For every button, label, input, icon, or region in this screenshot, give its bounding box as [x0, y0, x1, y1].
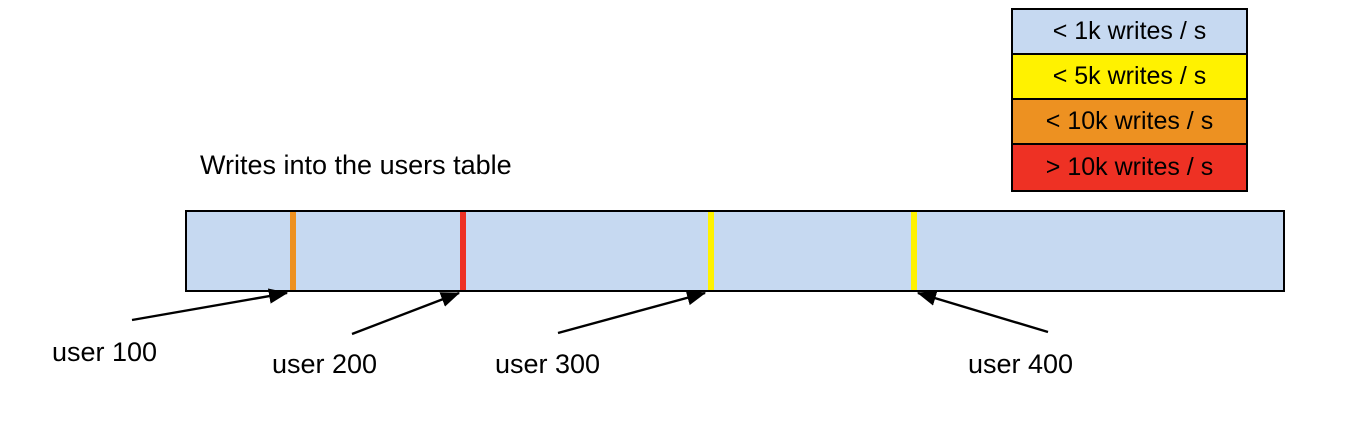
stripe-user-100	[289, 212, 296, 290]
legend-label-over-10k: > 10k writes / s	[1045, 153, 1214, 181]
chart-title: Writes into the users table	[200, 150, 512, 180]
legend-row-under-10k: < 10k writes / s	[1013, 100, 1246, 145]
arrow-user-100	[131, 288, 289, 322]
arrow-user-400	[916, 290, 1049, 334]
bar-body	[185, 210, 1285, 292]
legend-row-under-5k: < 5k writes / s	[1013, 55, 1246, 100]
stripe-user-200	[460, 212, 466, 290]
legend-row-under-1k: < 1k writes / s	[1013, 10, 1246, 55]
legend-label-under-5k: < 5k writes / s	[1052, 62, 1207, 90]
stripe-user-300	[707, 212, 714, 290]
arrow-user-200	[351, 291, 461, 336]
label-user-100: user 100	[52, 337, 158, 367]
arrow-user-300	[557, 290, 707, 335]
label-user-400: user 400	[968, 349, 1074, 379]
stripe-user-400	[911, 212, 917, 290]
label-user-200: user 200	[272, 349, 378, 379]
label-user-300: user 300	[495, 349, 601, 379]
legend-label-under-1k: < 1k writes / s	[1052, 17, 1207, 45]
legend-row-over-10k: > 10k writes / s	[1013, 145, 1246, 190]
users-table-bar	[185, 210, 1285, 292]
legend-label-under-10k: < 10k writes / s	[1045, 107, 1214, 135]
legend: < 1k writes / s < 5k writes / s < 10k wr…	[1011, 8, 1248, 192]
